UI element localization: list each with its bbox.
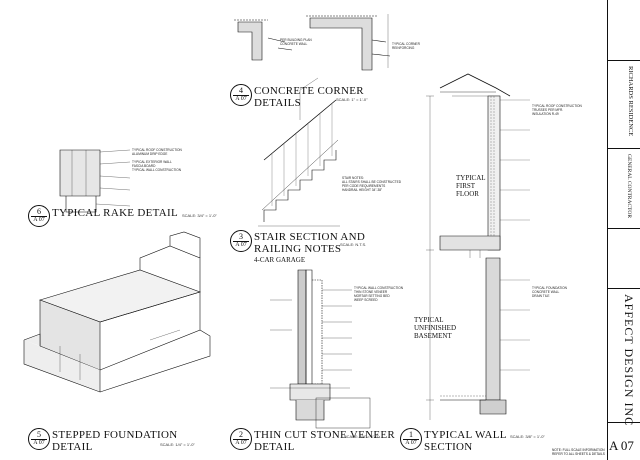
detail-sheet-ref: A 07 (235, 96, 247, 102)
detail-number: 2 (239, 430, 243, 439)
stair-note: STAIR NOTES:ALL STAIRS SHALL BE CONSTRUC… (342, 176, 402, 192)
detail-number: 3 (239, 232, 243, 241)
first-floor-line3: FLOOR (456, 190, 479, 198)
detail-scale: SCALE: N.T.S. (340, 242, 367, 247)
detail-sheet-ref: A 07 (405, 440, 417, 446)
detail-title-line2: SECTION (424, 441, 473, 453)
detail-title-line2: RAILING NOTES (254, 243, 342, 255)
basement-label: TYPICAL UNFINISHED BASEMENT (414, 316, 456, 340)
concrete-corner-drawing (234, 14, 391, 71)
detail-number: 6 (37, 207, 41, 216)
detail-scale: SCALE: 3/8" = 1'-0" (510, 434, 545, 439)
detail-title: STEPPED FOUNDATION DETAIL (52, 429, 178, 453)
firm-logo-text: AFFECT DESIGN INC (622, 294, 636, 427)
sheet-number: A 07 (609, 438, 634, 453)
detail-tag-3[interactable]: 3 A 07 (230, 230, 252, 252)
rake-detail-drawing (59, 149, 131, 213)
project-name: RICHARDS RESIDENCE (627, 66, 634, 137)
detail-title: CONCRETE CORNER DETAILS (254, 85, 364, 109)
bottom-note-line1: NOTE: FULL SCALE INFORMATION (552, 448, 605, 452)
detail-number: 5 (37, 430, 41, 439)
detail-scale: SCALE: 3/4" = 1'-0" (182, 213, 217, 218)
bottom-note: NOTE: FULL SCALE INFORMATION REFER TO AL… (552, 448, 605, 456)
bottom-note-line2: REFER TO ALL SHEETS & DETAILS (552, 452, 605, 456)
title-block: RICHARDS RESIDENCE GENERAL CONTRACTOR AF… (607, 0, 640, 460)
detail-scale: SCALE: 1" = 1'-0" (336, 97, 368, 102)
detail-tag-6[interactable]: 6 A 07 (28, 205, 50, 227)
wall-section-drawing (426, 73, 530, 420)
detail-title-line1: STEPPED FOUNDATION (52, 429, 178, 441)
first-floor-label: TYPICAL FIRST FLOOR (456, 174, 486, 198)
detail-title-line1: CONCRETE CORNER (254, 85, 364, 97)
title-block-project-cell: RICHARDS RESIDENCE (608, 60, 640, 149)
detail-title-line1: STAIR SECTION AND (254, 231, 366, 243)
title-block-firm-cell: AFFECT DESIGN INC (608, 288, 640, 427)
detail-scale: SCALE: 1/4" = 1'-0" (160, 442, 195, 447)
detail-title: TYPICAL RAKE DETAIL (52, 207, 178, 219)
title-block-top-cell (608, 0, 640, 61)
detail-title-line2: DETAIL (254, 441, 295, 453)
basement-line1: TYPICAL (414, 316, 444, 324)
detail-tag-2[interactable]: 2 A 07 (230, 428, 252, 450)
detail-title: TYPICAL WALL SECTION (424, 429, 507, 453)
title-block-contractor-cell: GENERAL CONTRACTOR (608, 148, 640, 229)
detail-title-line1: THIN CUT STONE VENEER (254, 429, 396, 441)
basement-line2: UNFINISHED (414, 324, 456, 332)
detail-title-line1: TYPICAL RAKE DETAIL (52, 207, 179, 219)
detail-title-line2: DETAIL (52, 441, 93, 453)
detail-number: 1 (409, 430, 413, 439)
basement-line3: BASEMENT (414, 332, 452, 340)
detail-sheet-ref: A 07 (235, 242, 247, 248)
detail-number: 4 (239, 86, 243, 95)
stair-section-drawing (258, 77, 340, 227)
stone-veneer-drawing (270, 269, 371, 429)
detail-title: THIN CUT STONE VENEER DETAIL (254, 429, 395, 453)
detail-sheet-ref: A 07 (33, 440, 45, 446)
detail-title: STAIR SECTION AND RAILING NOTES (254, 231, 365, 255)
contractor-name: GENERAL CONTRACTOR (626, 154, 632, 219)
garage-label: 4-CAR GARAGE (254, 256, 306, 264)
detail-tag-5[interactable]: 5 A 07 (28, 428, 50, 450)
detail-tag-4[interactable]: 4 A 07 (230, 84, 252, 106)
detail-scale: SCALE: 3/4" = 1'-0" (344, 434, 379, 439)
title-block-blank-cell (608, 228, 640, 289)
first-floor-line1: TYPICAL (456, 174, 486, 182)
detail-sheet-ref: A 07 (33, 217, 45, 223)
stepped-foundation-drawing (23, 231, 211, 393)
detail-sheet-ref: A 07 (235, 440, 247, 446)
detail-title-line1: TYPICAL WALL (424, 429, 507, 441)
first-floor-line2: FIRST (456, 182, 476, 190)
detail-tag-1[interactable]: 1 A 07 (400, 428, 422, 450)
detail-title-line2: DETAILS (254, 97, 302, 109)
